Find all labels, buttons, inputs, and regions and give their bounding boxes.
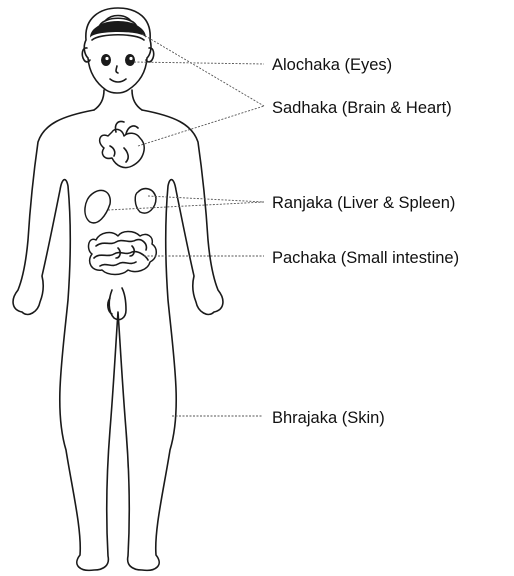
leader-sadhaka-brain: [142, 34, 264, 106]
liver: [85, 190, 110, 223]
label-sadhaka: Sadhaka (Brain & Heart): [272, 99, 452, 117]
small-intestine: [89, 232, 157, 275]
leader-alochaka: [134, 62, 264, 64]
label-alochaka: Alochaka (Eyes): [272, 56, 392, 74]
body-outline: [13, 110, 223, 570]
label-ranjaka: Ranjaka (Liver & Spleen): [272, 194, 455, 212]
leader-ranjaka-spleen: [148, 196, 264, 202]
leader-sadhaka-heart: [138, 106, 264, 146]
human-body-outline: [13, 8, 223, 570]
leader-ranjaka-liver: [108, 202, 264, 210]
spleen: [135, 189, 156, 213]
label-pachaka: Pachaka (Small intestine): [272, 249, 459, 267]
head: [84, 8, 151, 93]
brain: [90, 16, 146, 41]
label-bhrajaka: Bhrajaka (Skin): [272, 409, 385, 427]
heart: [100, 121, 145, 167]
labels: Alochaka (Eyes) Sadhaka (Brain & Heart) …: [272, 56, 459, 427]
eyes: [101, 54, 135, 66]
